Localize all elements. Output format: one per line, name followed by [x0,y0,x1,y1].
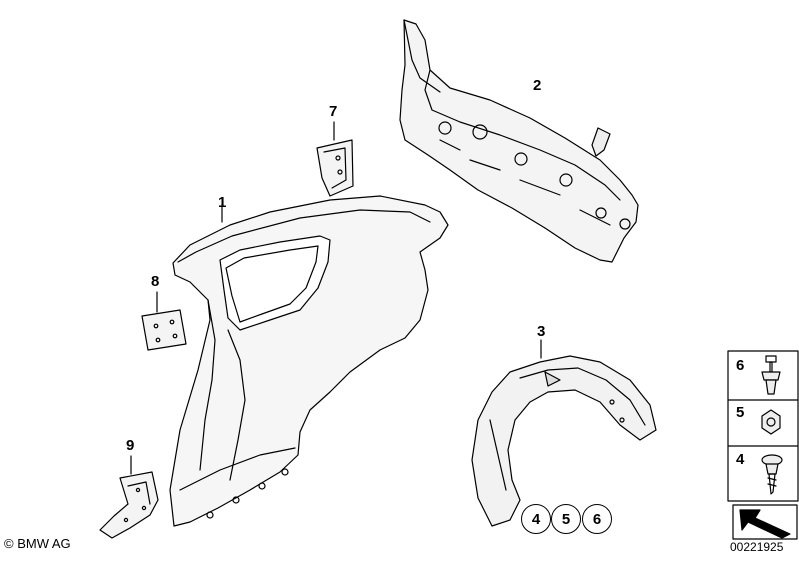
trim-clip-part [316,121,354,197]
kit-circle-5: 5 [551,504,581,534]
arrow-logo-icon [732,504,798,540]
callout-7: 7 [329,103,338,120]
screw-clip-icon [761,355,781,395]
side-panel-part [169,195,449,527]
rear-panel-part [399,19,639,263]
document-number: 00221925 [730,540,784,554]
callout-9: 9 [126,437,135,454]
sidebar-item-4-label: 4 [736,451,745,468]
fastener-sidebar [727,350,799,502]
kit-circle-6: 6 [582,504,612,534]
kit-circle-4: 4 [521,504,551,534]
copyright-text: © BMW AG [4,536,71,551]
wheel-arch-liner-part [471,339,657,527]
sidebar-item-6-label: 6 [736,357,745,374]
mounting-plate-part [141,291,187,351]
callout-8: 8 [151,273,160,290]
callout-1: 1 [218,194,227,211]
callout-3: 3 [537,323,546,340]
sidebar-item-5-label: 5 [736,404,745,421]
bracket-part [99,455,159,539]
collar-screw-icon [761,454,783,495]
hex-nut-icon [761,409,781,435]
callout-2: 2 [533,77,542,94]
